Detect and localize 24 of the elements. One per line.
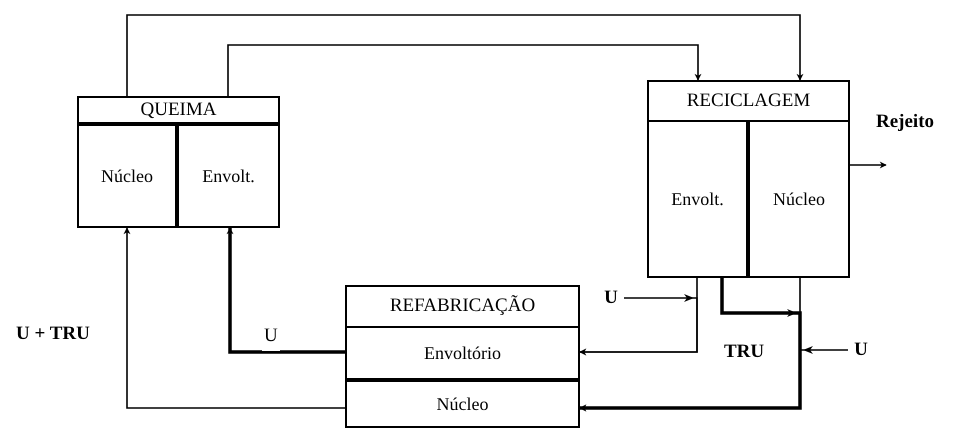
arrow bbox=[124, 227, 345, 409]
input-label: U bbox=[598, 286, 624, 310]
node-label: REFABRICAÇÃO bbox=[390, 294, 536, 318]
process-box bbox=[647, 80, 850, 278]
node-label: RECICLAGEM bbox=[686, 88, 810, 113]
flow-label: Rejeito bbox=[876, 110, 934, 134]
compartment bbox=[77, 124, 177, 228]
arrow bbox=[579, 294, 698, 356]
arrow bbox=[850, 162, 887, 168]
process-box bbox=[77, 96, 280, 228]
node-label: Envoltório bbox=[424, 342, 501, 364]
arrow bbox=[226, 227, 345, 354]
node-label: QUEIMA bbox=[140, 98, 216, 122]
node-label: Núcleo bbox=[436, 392, 488, 416]
flow-label: TRU bbox=[724, 340, 764, 364]
node-label: Núcleo bbox=[773, 188, 825, 210]
arrow bbox=[227, 44, 702, 96]
arrow bbox=[126, 14, 804, 96]
process-box bbox=[345, 285, 580, 428]
node-label: Núcleo bbox=[101, 164, 153, 188]
node-label: Envolt. bbox=[671, 188, 724, 210]
input-label: U bbox=[848, 338, 874, 362]
compartment bbox=[177, 124, 280, 228]
node-label: Envolt. bbox=[202, 164, 255, 188]
